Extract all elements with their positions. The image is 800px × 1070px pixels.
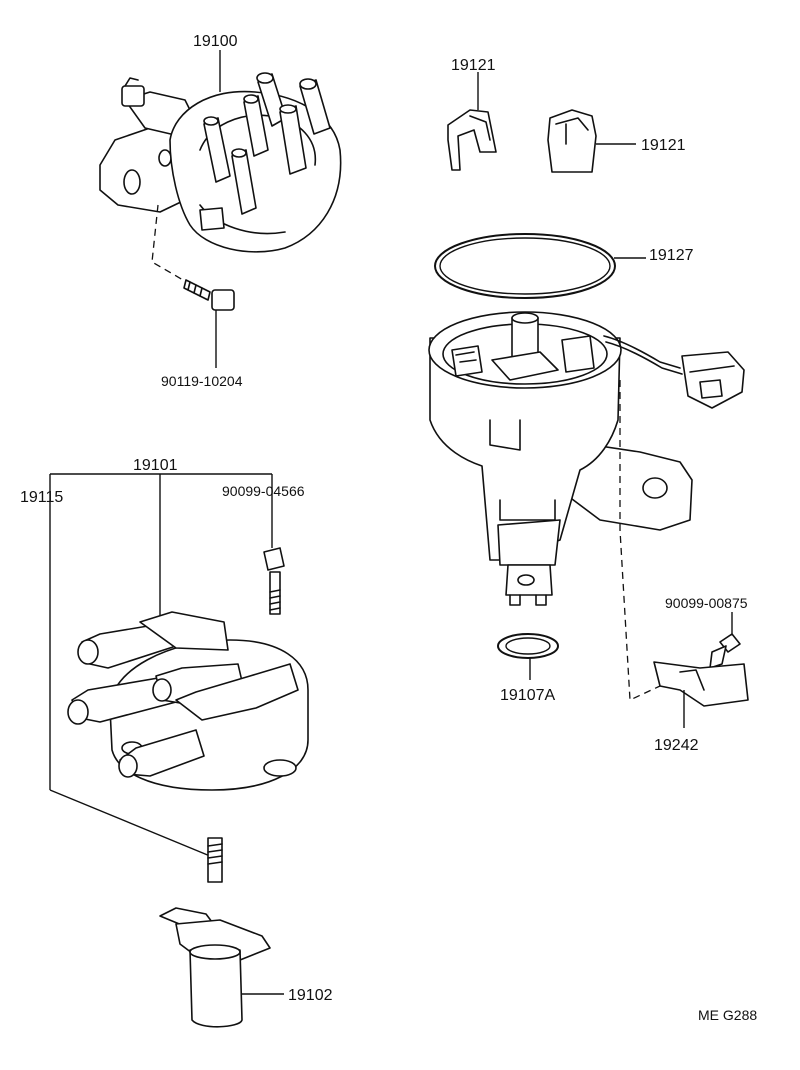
- dashed-locator-bolt: [151, 204, 191, 285]
- o-ring[interactable]: [434, 233, 616, 299]
- dashed-locator-bracket: [619, 380, 661, 701]
- label-distributor-cap: 19101: [133, 457, 178, 474]
- label-clip-right: 19121: [641, 137, 686, 154]
- label-distributor-bolt: 90119-10204: [161, 373, 243, 389]
- connector-clip-left[interactable]: [447, 109, 497, 171]
- label-gasket: 19107A: [500, 687, 555, 704]
- connector-clip-right[interactable]: [547, 109, 597, 173]
- distributor-bolt[interactable]: [183, 279, 235, 311]
- gasket[interactable]: [497, 633, 559, 659]
- distributor-assembly[interactable]: [99, 72, 342, 253]
- bracket[interactable]: [653, 661, 749, 707]
- label-distributor-assembly: 19100: [193, 33, 238, 50]
- label-cap-kit: 19115: [20, 489, 63, 506]
- cap-screw[interactable]: [263, 547, 285, 615]
- label-bracket-bolt: 90099-00875: [665, 595, 748, 611]
- label-bracket: 19242: [654, 737, 699, 754]
- label-rotor: 19102: [288, 987, 333, 1004]
- distributor-housing[interactable]: [428, 311, 745, 606]
- label-diagram-code: ME G288: [698, 1007, 757, 1023]
- distributor-cap[interactable]: [67, 611, 309, 791]
- label-clip-left: 19121: [451, 57, 496, 74]
- cap-kit-bracket: [49, 473, 273, 857]
- label-o-ring: 19127: [649, 247, 694, 264]
- cap-spring[interactable]: [207, 837, 223, 883]
- bracket-bolt[interactable]: [709, 633, 741, 669]
- rotor[interactable]: [159, 907, 271, 1028]
- label-cap-screw: 90099-04566: [222, 483, 305, 499]
